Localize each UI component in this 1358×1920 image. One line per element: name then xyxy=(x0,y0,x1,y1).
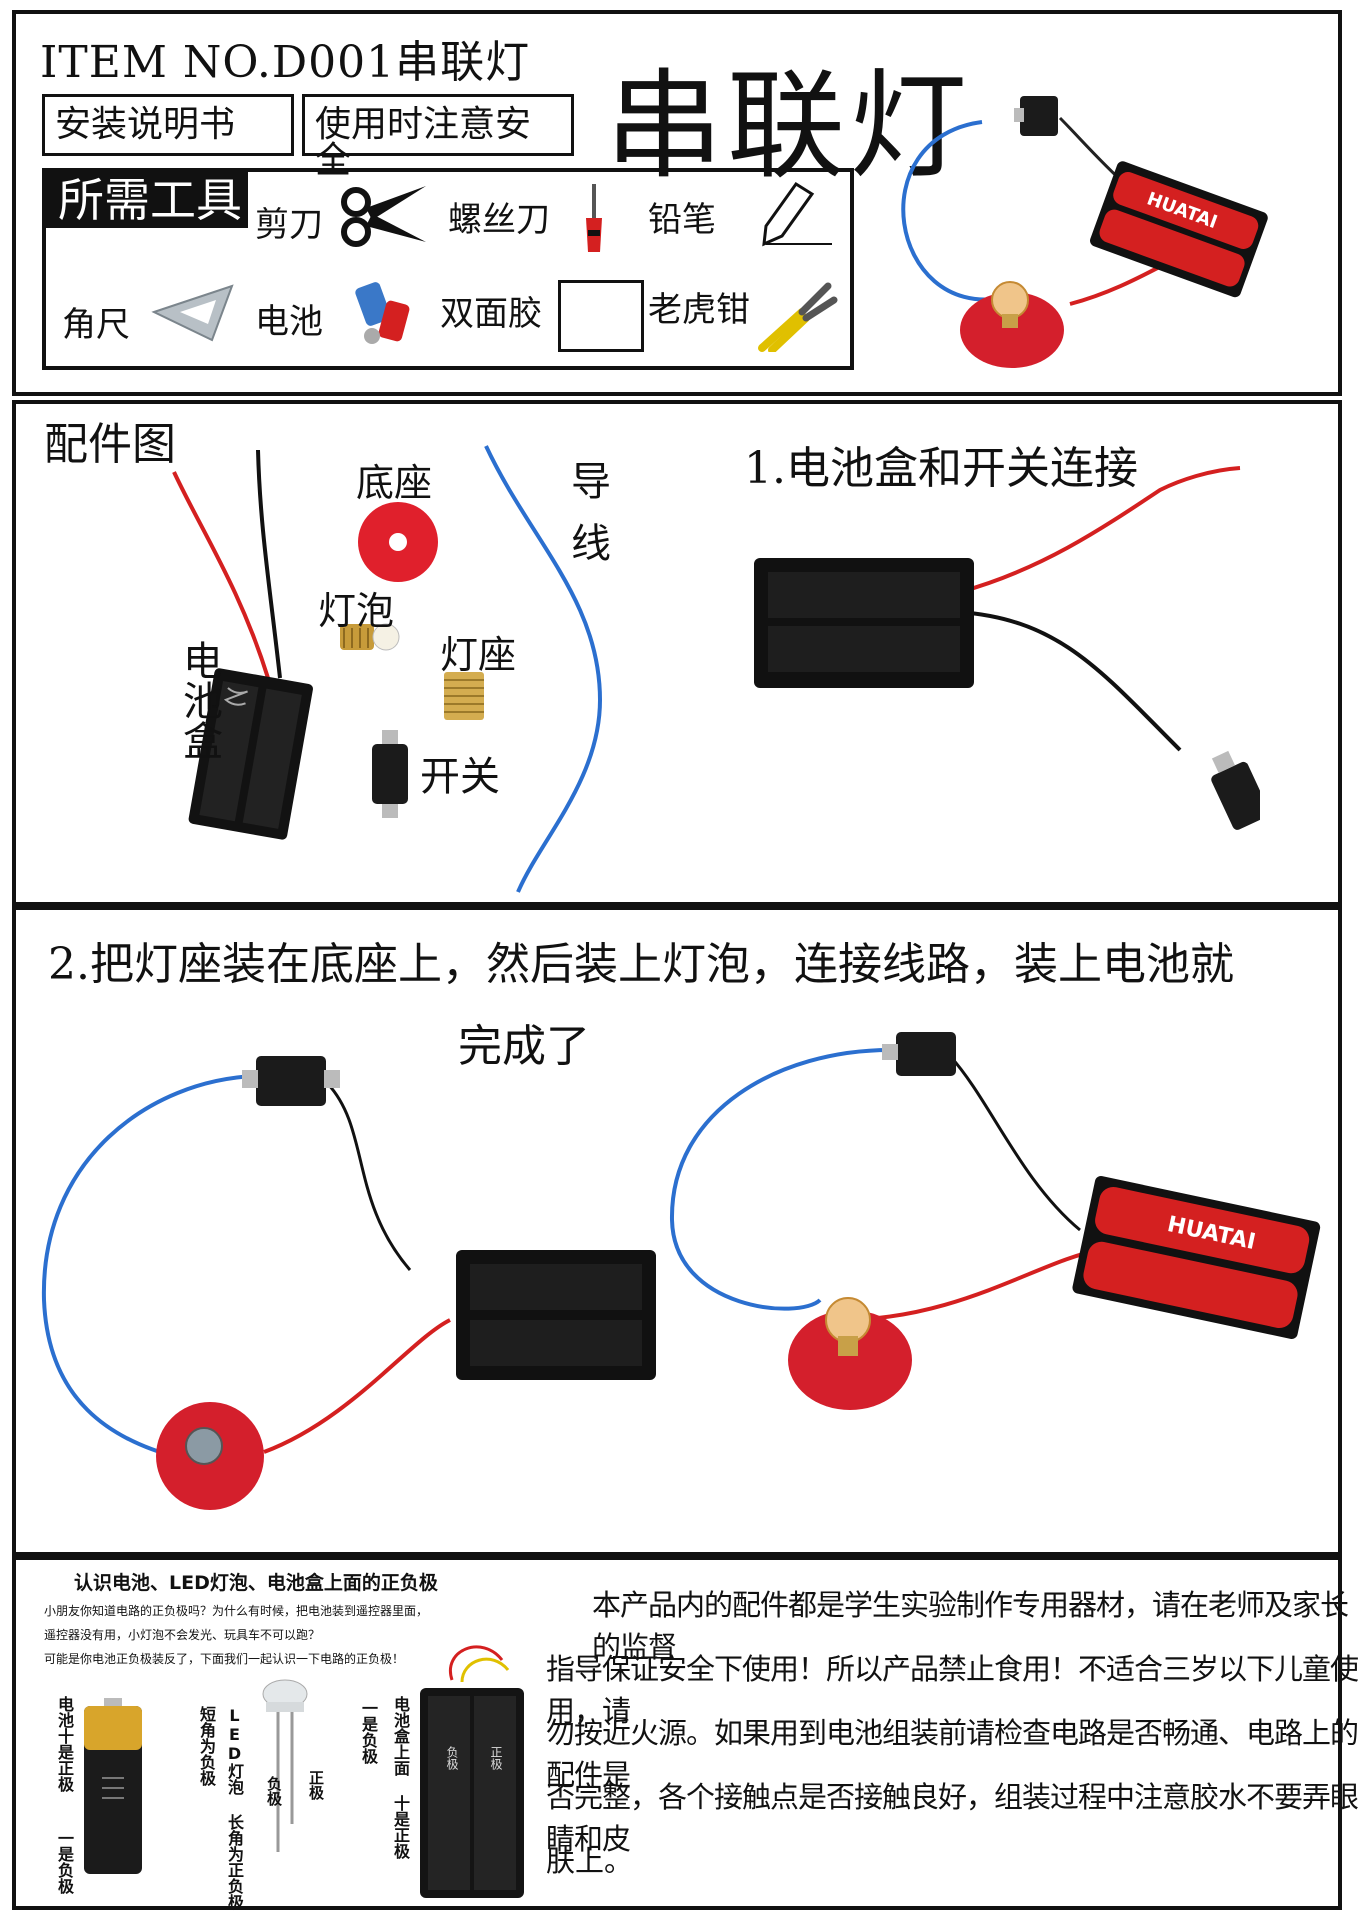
triangle-ruler-icon xyxy=(151,284,234,342)
tool-pliers-label: 老虎钳 xyxy=(648,290,750,330)
led-pos-label: 正极 xyxy=(307,1770,325,1800)
tools-title: 所需工具 xyxy=(46,172,248,228)
box-neg-label: 负极 xyxy=(445,1746,459,1770)
battery-polarity-text-2: 一是负极 xyxy=(55,1830,74,1894)
tool-tape-label: 双面胶 xyxy=(440,294,542,334)
label-base: 底座 xyxy=(356,461,433,505)
info-para-3: 可能是你电池正负极装反了，下面我们一起认识一下电路的正负极！ xyxy=(44,1652,405,1666)
notice-line-4: 否完整，各个接触点是否接触良好，组装过程中注意胶水不要弄眼睛和皮 xyxy=(546,1780,1358,1856)
parts-title: 配件图 xyxy=(44,419,176,470)
socket-photo xyxy=(444,672,484,720)
notice-line-3: 勿按近火源。如果用到电池组装前请检查电路是否畅通、电路上的配件是 xyxy=(546,1716,1358,1792)
step2-heading-line1: 2.把灯座装在底座上，然后装上灯泡，连接线路，装上电池就 xyxy=(48,939,1234,990)
screwdriver-icon xyxy=(586,184,602,252)
step1-heading: 1.电池盒和开关连接 xyxy=(744,443,1138,494)
tools-box xyxy=(42,168,854,370)
base-photo xyxy=(358,502,438,582)
step2-photo-right: HUATAI xyxy=(669,1032,1321,1410)
bulb-photo xyxy=(340,623,400,651)
label-socket: 灯座 xyxy=(440,633,517,677)
label-wire: 导线 xyxy=(564,460,610,584)
led-polarity-text-1: LED灯泡 长角为正负极 xyxy=(225,1706,244,1910)
led-neg-label: 负极 xyxy=(265,1776,283,1806)
tool-screwdriver-label: 螺丝刀 xyxy=(448,200,550,240)
tool-ruler-label: 角尺 xyxy=(62,305,130,345)
header-panel xyxy=(12,10,1342,396)
notice-line-5: 肤上。 xyxy=(546,1844,634,1878)
tool-scissors-label: 剪刀 xyxy=(255,205,323,245)
box-pos-label: 正极 xyxy=(489,1746,503,1770)
label-battery-box: 电池盒 xyxy=(176,640,222,760)
parts-panel xyxy=(12,400,1342,906)
switch-photo xyxy=(372,730,408,818)
double-sided-tape-icon xyxy=(558,280,644,352)
big-title: 串联灯 xyxy=(605,57,972,195)
notice-line-1: 本产品内的配件都是学生实验制作专用器材，请在老师及家长的监督 xyxy=(592,1588,1349,1664)
info-panel xyxy=(12,1556,1342,1910)
battery-polarity-text-1: 电池十是正极 xyxy=(55,1696,74,1792)
led-polarity-text-2: 短角为负极 xyxy=(197,1706,216,1786)
step1-photo xyxy=(754,466,1260,830)
box-polarity-text-2: 一是负极 xyxy=(359,1700,378,1764)
info-para-1: 小朋友你知道电路的正负极吗？为什么有时候，把电池装到遥控器里面， xyxy=(44,1604,429,1618)
battery-box-photo xyxy=(172,449,313,840)
manual-label: 安装说明书 xyxy=(42,94,294,156)
item-number: ITEM NO.D001串联灯 xyxy=(40,37,531,88)
pencil-icon xyxy=(762,181,832,247)
step2-panel xyxy=(12,906,1342,1556)
tool-battery-label: 电池 xyxy=(255,302,323,342)
aa-battery-photo xyxy=(84,1698,142,1874)
header-circuit-photo: HUATAI xyxy=(901,96,1268,368)
step2-photo-left xyxy=(41,1056,656,1510)
box-polarity-text-1: 电池盒上面 十是正极 xyxy=(391,1696,410,1859)
label-switch: 开关 xyxy=(420,754,500,800)
info-title: 认识电池、LED灯泡、电池盒上面的正负极 xyxy=(74,1572,438,1594)
pliers-icon xyxy=(758,282,838,352)
step2-heading-line2: 完成了 xyxy=(458,1021,590,1072)
battery-box-polarity-photo xyxy=(420,1645,524,1898)
batteries-icon xyxy=(355,282,410,344)
led-photo xyxy=(262,1679,308,1852)
tool-pencil-label: 铅笔 xyxy=(648,200,716,240)
info-para-2: 遥控器没有用，小灯泡不会发光、玩具车不可以跑？ xyxy=(44,1628,321,1642)
label-bulb: 灯泡 xyxy=(318,589,395,633)
wire-photo xyxy=(484,445,603,893)
notice-line-2: 指导保证安全下使用！所以产品禁止食用！不适合三岁以下儿童使用，请 xyxy=(546,1652,1358,1728)
scissors-icon xyxy=(341,186,426,247)
safety-label: 使用时注意安全 xyxy=(302,94,574,179)
